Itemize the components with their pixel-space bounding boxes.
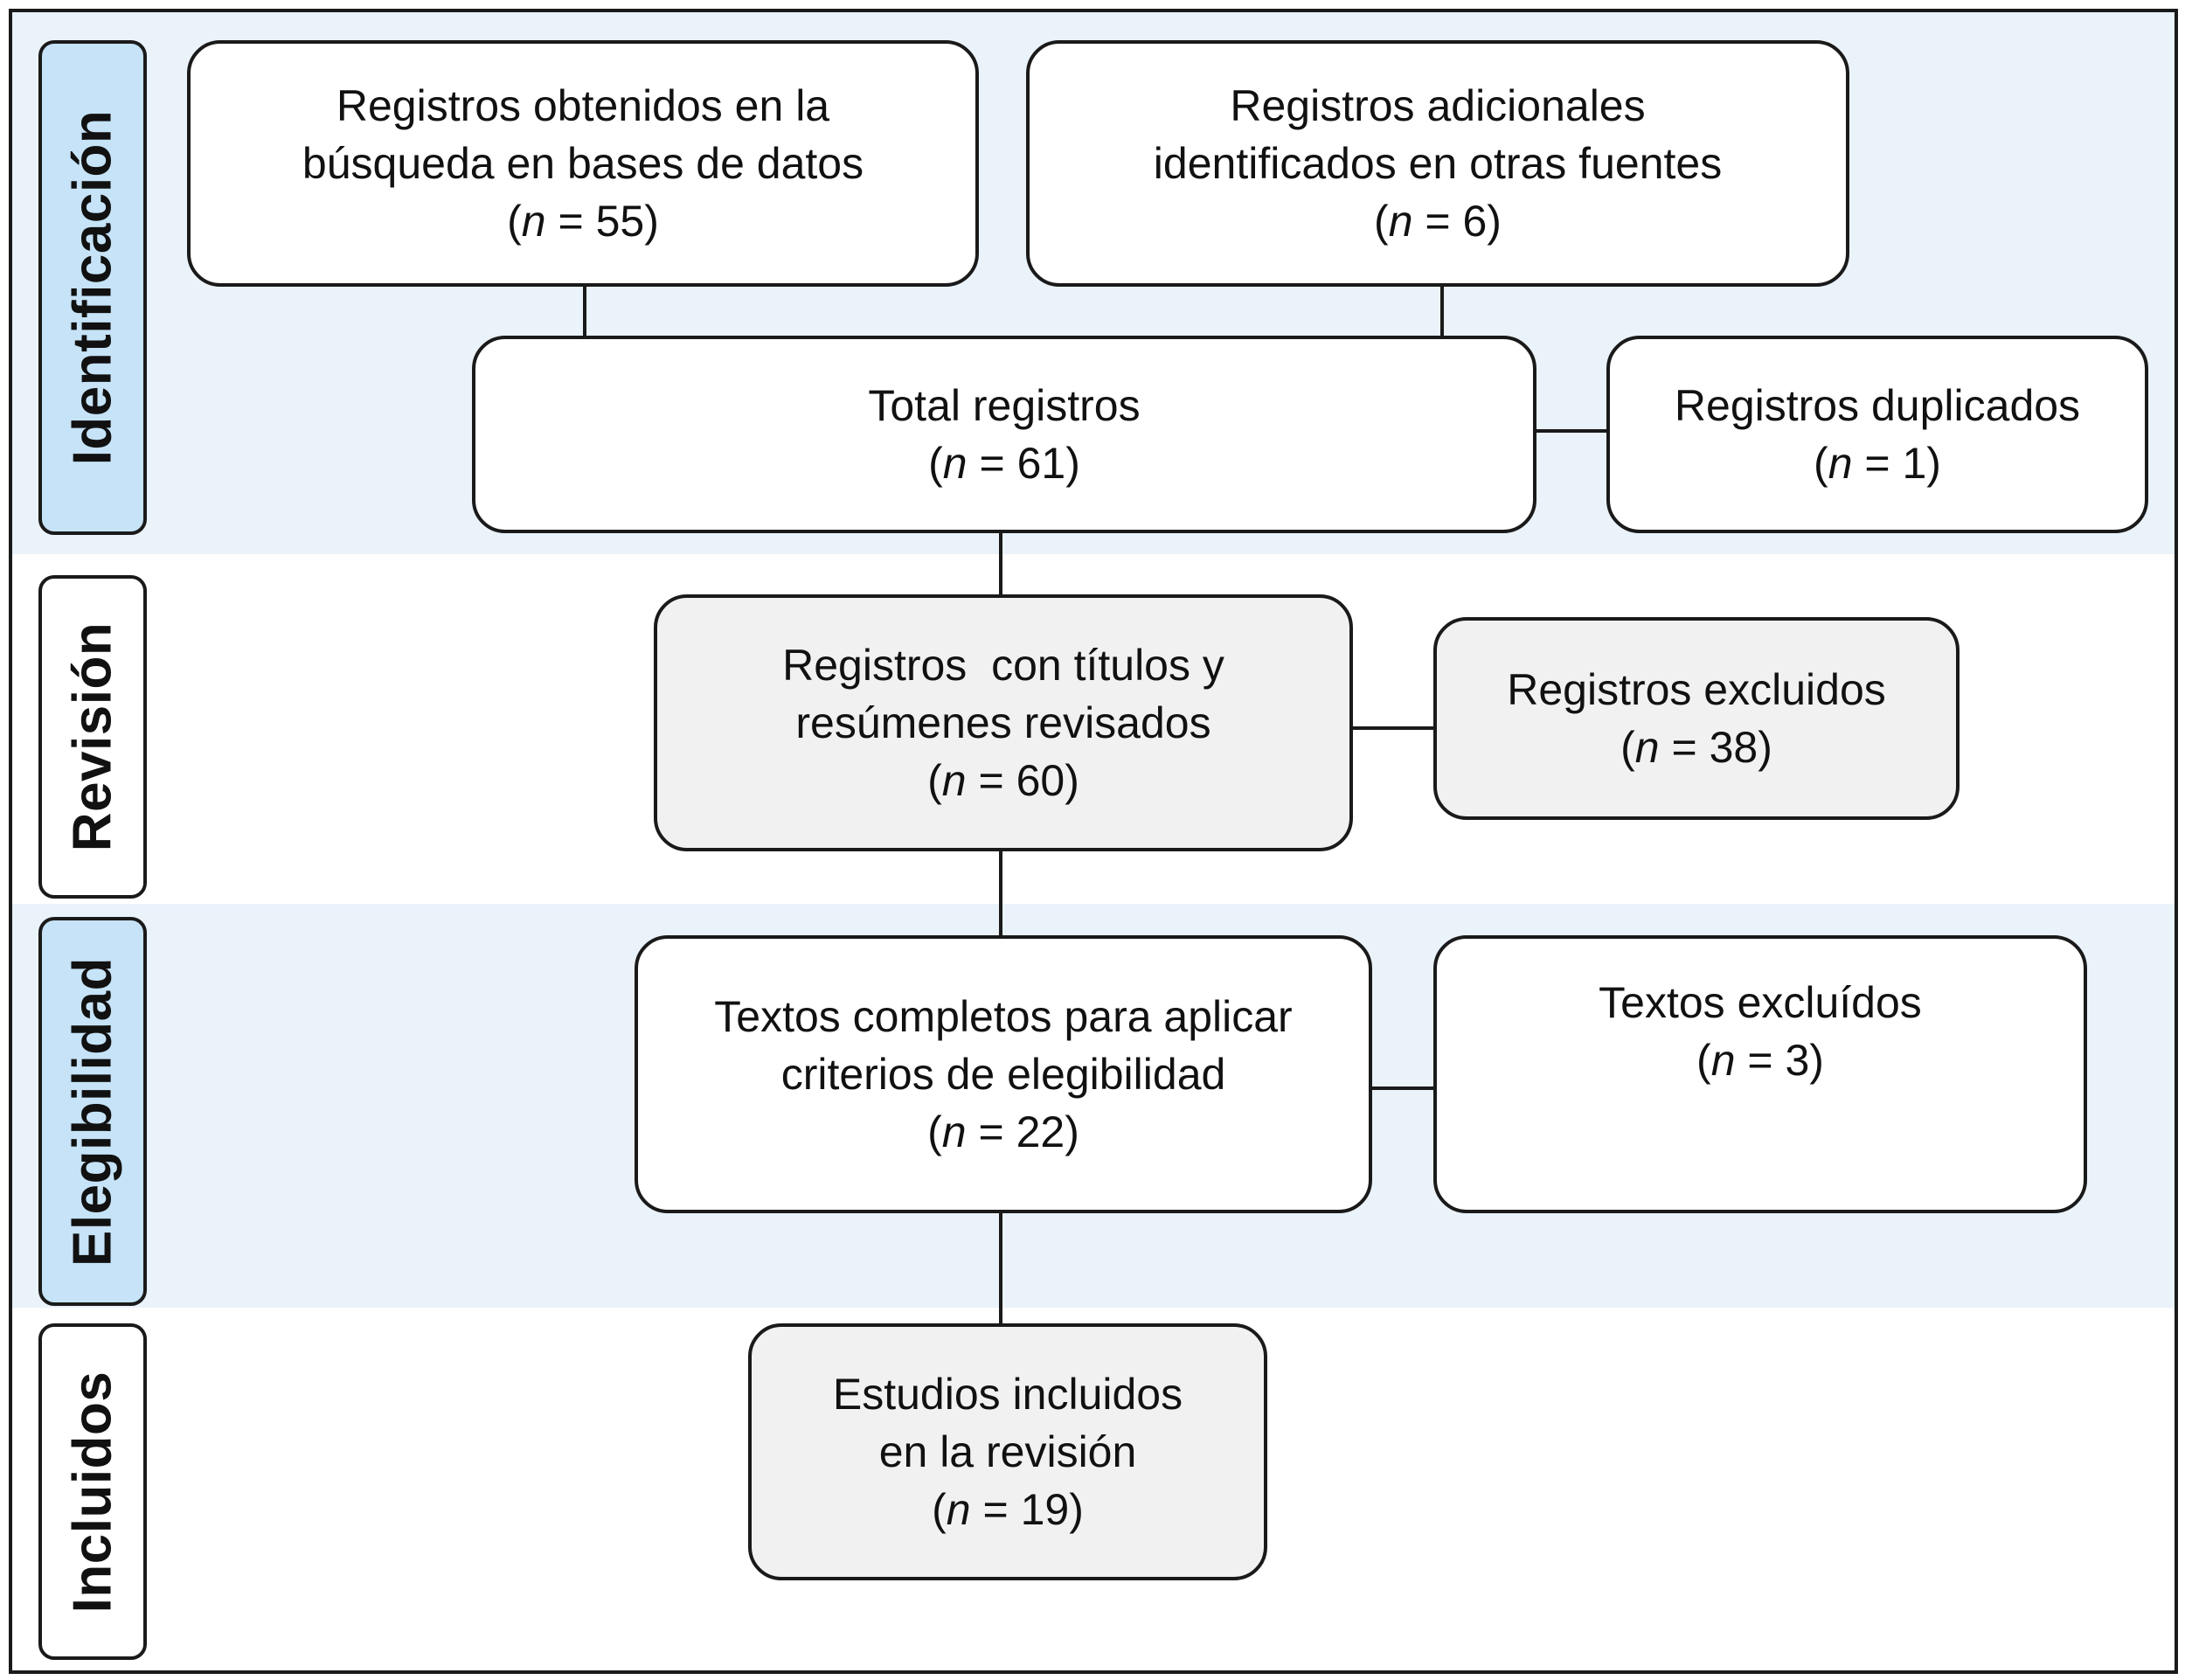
- node-screened-line-1: Registros con títulos y: [782, 641, 1224, 690]
- stage-eligibility: Elegibilidad: [38, 917, 147, 1306]
- stage-identification-label: Identificación: [62, 109, 123, 466]
- node-excluded-texts: Textos excluídos (n = 3): [1433, 935, 2087, 1213]
- node-duplicates-line-1: Registros duplicados: [1674, 381, 2081, 430]
- node-other-sources-line-2: identificados en otras fuentes: [1153, 139, 1723, 188]
- connector-fulltexts-to-included: [999, 1210, 1002, 1327]
- stage-screening: Revisión: [38, 575, 147, 899]
- node-total-records-count: (n = 61): [928, 439, 1080, 488]
- node-database-records-count: (n = 55): [507, 197, 659, 246]
- stage-screening-label: Revisión: [62, 621, 123, 852]
- stage-eligibility-label: Elegibilidad: [62, 956, 123, 1267]
- node-other-sources-line-1: Registros adicionales: [1230, 81, 1646, 130]
- node-screened: Registros con títulos y resúmenes revisa…: [654, 594, 1353, 851]
- node-excluded-records-count: (n = 38): [1620, 723, 1772, 772]
- node-excluded-records-line-1: Registros excluidos: [1507, 665, 1886, 714]
- connector-total-to-screened: [999, 530, 1002, 598]
- node-full-texts-count: (n = 22): [927, 1107, 1079, 1156]
- node-included-studies-count: (n = 19): [932, 1485, 1084, 1534]
- node-included-studies-line-1: Estudios incluidos: [832, 1370, 1183, 1419]
- node-excluded-records: Registros excluidos (n = 38): [1433, 617, 1960, 820]
- connector-other-to-total: [1440, 283, 1444, 343]
- node-full-texts: Textos completos para aplicar criterios …: [635, 935, 1372, 1213]
- connector-database-to-total: [583, 283, 586, 343]
- connector-screened-to-excluded: [1349, 726, 1437, 730]
- node-screened-line-2: resúmenes revisados: [795, 698, 1211, 747]
- node-other-sources-count: (n = 6): [1374, 197, 1502, 246]
- node-screened-count: (n = 60): [927, 756, 1079, 805]
- node-total-records-line-1: Total registros: [868, 381, 1141, 430]
- node-database-records: Registros obtenidos en la búsqueda en ba…: [187, 40, 979, 287]
- node-included-studies: Estudios incluidos en la revisión (n = 1…: [748, 1323, 1267, 1580]
- stage-included-label: Incluidos: [62, 1371, 123, 1613]
- connector-total-to-duplicates: [1533, 429, 1610, 433]
- node-duplicates: Registros duplicados (n = 1): [1606, 336, 2148, 533]
- connector-fulltexts-to-excluded: [1369, 1086, 1437, 1090]
- node-duplicates-count: (n = 1): [1814, 439, 1941, 488]
- node-other-sources: Registros adicionales identificados en o…: [1026, 40, 1849, 287]
- flow-diagram-frame: Identificación Revisión Elegibilidad Inc…: [9, 9, 2178, 1674]
- node-included-studies-line-2: en la revisión: [878, 1427, 1137, 1476]
- node-database-records-line-1: Registros obtenidos en la: [336, 81, 830, 130]
- node-full-texts-line-2: criterios de elegibilidad: [780, 1050, 1226, 1099]
- connector-screened-to-fulltexts: [999, 848, 1002, 939]
- node-total-records: Total registros (n = 61): [472, 336, 1536, 533]
- stage-identification: Identificación: [38, 40, 147, 535]
- node-full-texts-line-1: Textos completos para aplicar: [714, 992, 1293, 1041]
- node-excluded-texts-count: (n = 3): [1696, 1036, 1824, 1085]
- node-excluded-texts-line-1: Textos excluídos: [1599, 978, 1922, 1027]
- stage-included: Incluidos: [38, 1323, 147, 1660]
- node-database-records-line-2: búsqueda en bases de datos: [302, 139, 864, 188]
